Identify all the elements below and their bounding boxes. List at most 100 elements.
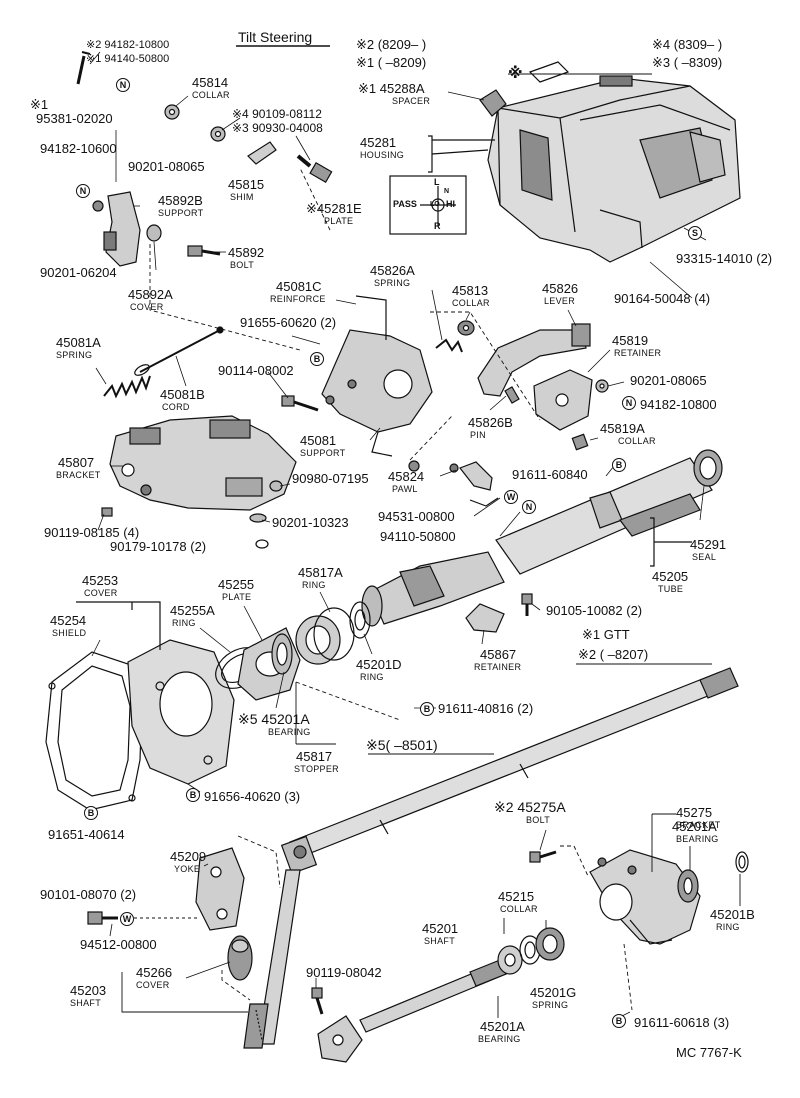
lower-joint-part: [317, 1015, 363, 1063]
symbol-b-icon: B: [310, 352, 324, 366]
label-45081C: 45081C: [276, 279, 322, 294]
name-bracket: BRACKET: [56, 470, 101, 480]
label-90980-07195: 90980-07195: [292, 471, 369, 486]
label-94110-50800: 94110-50800: [380, 529, 456, 544]
leader-line: [291, 335, 321, 345]
label-95381-02020: 95381-02020: [36, 111, 113, 126]
label-45892B: 45892B: [158, 193, 203, 208]
bracket-45807-part: [109, 415, 297, 511]
leader-line: [175, 95, 189, 107]
label-90179-10178: 90179-10178 (2): [110, 539, 207, 554]
leader-line: [649, 261, 693, 299]
label-45824: 45824: [388, 469, 425, 484]
nut-part: [92, 200, 104, 212]
bearing-45201A-part: [271, 633, 293, 675]
name-collar: COLLAR: [618, 436, 656, 446]
leader-line: [267, 371, 289, 399]
label-90114-08002: 90114-08002: [218, 363, 294, 378]
name-shaft: SHAFT: [70, 998, 102, 1008]
washer-part: [595, 379, 609, 393]
name-pawl: PAWL: [392, 484, 418, 494]
leader-line: [97, 513, 105, 531]
guide-line: [623, 943, 633, 1011]
retainer-45819-part: [533, 369, 593, 431]
yoke-part: [195, 847, 245, 931]
leader-line: [489, 395, 507, 411]
symbol-w-icon: W: [120, 912, 134, 926]
name-cover: COVER: [136, 980, 170, 990]
label-45819A: 45819A: [600, 421, 645, 436]
guide-line: [295, 681, 401, 721]
bearing-45201A-bracket-part: [677, 869, 699, 903]
bracket-callout: [651, 813, 676, 872]
name-stopper: STOPPER: [294, 764, 339, 774]
label-90164-50048: 90164-50048 (4): [614, 291, 711, 306]
bolt-90119-08042-part: [311, 987, 324, 1015]
guide-line: [560, 845, 589, 877]
leader-line: [243, 605, 263, 641]
label-45807: 45807: [58, 455, 95, 470]
label-91651-40614: 91651-40614: [48, 827, 125, 842]
label-91611-60618: 91611-60618 (3): [634, 1015, 730, 1030]
label-45826: 45826: [542, 281, 579, 296]
label-91611-40816: 91611-40816 (2): [438, 701, 534, 716]
cover-45892A-part: [146, 224, 162, 242]
shaft-45201-part: [359, 959, 507, 1033]
cover-callout: [76, 601, 161, 650]
label-45255A: 45255A: [170, 603, 215, 618]
label-45892A: 45892A: [128, 287, 173, 302]
symbol-b-icon: B: [420, 702, 434, 716]
label-45275: 45275: [676, 805, 713, 820]
screw-95381-part: [76, 51, 91, 85]
support-45081-part: [321, 295, 433, 457]
legend-mark: ※: [508, 65, 523, 82]
bolt-90109-part: [296, 154, 333, 184]
name-tube: TUBE: [658, 584, 684, 594]
name-bracket: BRACKET: [676, 820, 721, 830]
name-spring: SPRING: [374, 278, 411, 288]
leader-line: [335, 299, 357, 305]
leader-line: [567, 309, 577, 327]
name-bearing: BEARING: [268, 727, 311, 737]
leader-line: [275, 671, 285, 709]
label-45281E: ※45281E: [306, 201, 362, 216]
name-reinforce: REINFORCE: [270, 294, 326, 304]
leader-line: [439, 469, 457, 477]
spring-45081A-part: [103, 375, 151, 399]
leader-line: [175, 355, 187, 387]
pin-45826B-part: [504, 386, 520, 404]
leader-line: [699, 485, 705, 521]
label-91655-60620: 91655-60620 (2): [240, 315, 337, 330]
leader-line: [91, 639, 101, 657]
shield-45254-part: [45, 651, 143, 811]
leader-line: [539, 829, 547, 851]
leader-line: [153, 241, 157, 271]
bearing-45201A-lower-part: [497, 945, 523, 975]
label-93315-14010: 93315-14010 (2): [676, 251, 773, 266]
bracket-hardware-part: [101, 480, 283, 549]
name-housing: HOUSING: [360, 150, 405, 160]
name-ring: RING: [302, 580, 326, 590]
support-bracket-part: [103, 191, 141, 267]
label-45817: 45817: [296, 749, 333, 764]
name-bolt: BOLT: [230, 260, 255, 270]
label-90201-06204: 90201-06204: [40, 265, 117, 280]
lever-part: [477, 323, 591, 397]
shift-plate-part: [389, 175, 467, 235]
leader-line: [473, 497, 501, 517]
plate-pass: PASS: [393, 199, 417, 209]
leader-line: [369, 427, 381, 441]
stopper-callout: [295, 682, 336, 745]
name-pin: PIN: [470, 430, 486, 440]
label-45892: 45892: [228, 245, 265, 260]
label-45817A: 45817A: [298, 565, 343, 580]
name-collar: COLLAR: [192, 90, 230, 100]
label-45867: 45867: [480, 647, 517, 662]
plate-lo: LO: [430, 201, 440, 208]
label-94531-00800: 94531-00800: [378, 509, 455, 524]
guide-line: [299, 167, 331, 231]
label-94140-50800: ※1 94140-50800: [86, 53, 170, 65]
guide-line: [221, 970, 251, 1001]
name-plate: PLATE: [222, 592, 252, 602]
